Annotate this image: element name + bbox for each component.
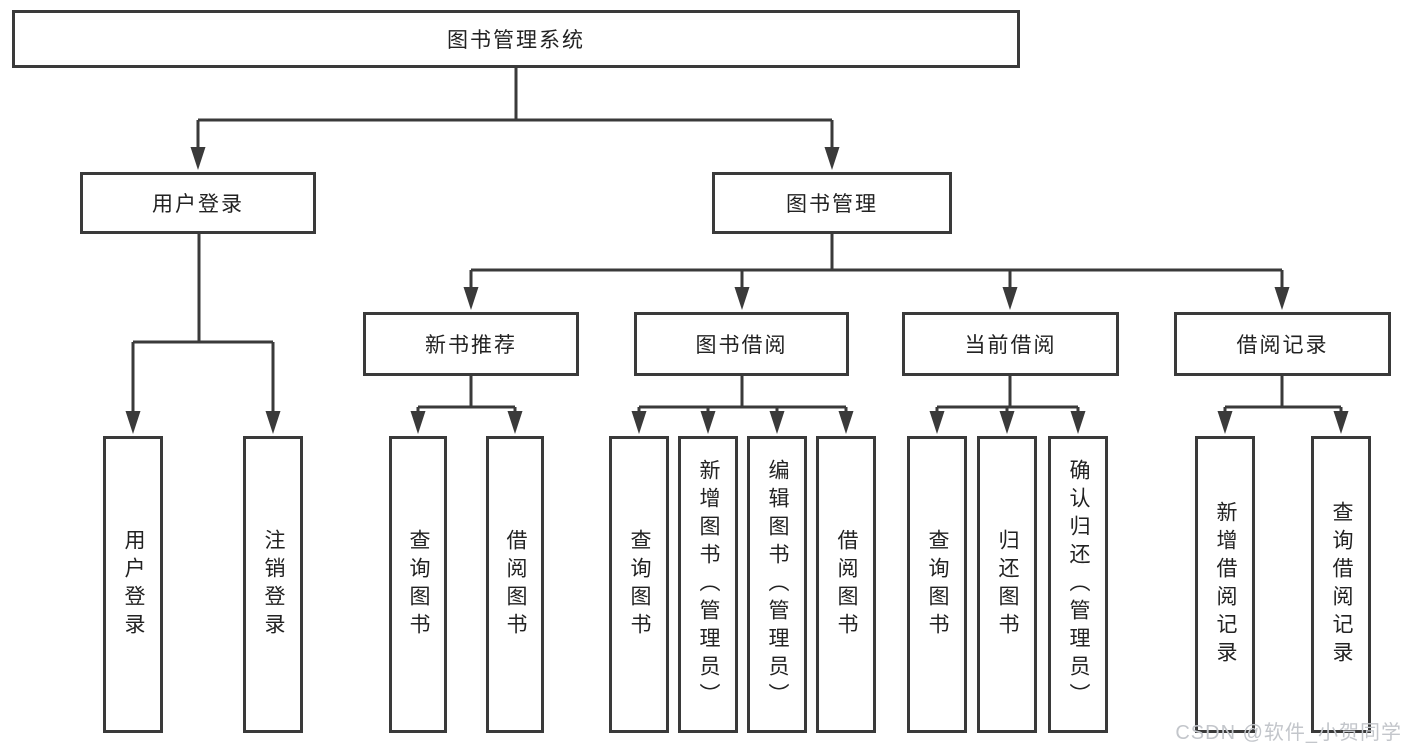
leaf-label: 注销登录 bbox=[262, 528, 286, 641]
leaf-label: 借阅图书 bbox=[835, 528, 859, 641]
leaf-return-books: 归还图书 bbox=[977, 436, 1037, 733]
node-book-management: 图书管理 bbox=[712, 172, 952, 234]
leaf-edit-books-admin: 编辑图书（管理员） bbox=[747, 436, 807, 733]
node-current-borrowing: 当前借阅 bbox=[902, 312, 1119, 376]
leaf-label: 归还图书 bbox=[996, 528, 1020, 641]
leaf-label: 查询图书 bbox=[628, 528, 652, 641]
node-label: 图书管理 bbox=[786, 193, 878, 216]
csdn-watermark: CSDN @软件_小贺同学 bbox=[1175, 722, 1402, 744]
leaf-query-books-recommend: 查询图书 bbox=[389, 436, 447, 733]
leaf-user-login: 用户登录 bbox=[103, 436, 163, 733]
arrowhead-icons bbox=[125, 147, 1349, 434]
node-label: 图书借阅 bbox=[695, 334, 788, 357]
leaf-label: 编辑图书（管理员） bbox=[766, 458, 790, 711]
leaf-query-books-current: 查询图书 bbox=[907, 436, 967, 733]
node-user-login: 用户登录 bbox=[80, 172, 316, 234]
leaf-logout: 注销登录 bbox=[243, 436, 303, 733]
node-library-management-system: 图书管理系统 bbox=[12, 10, 1020, 68]
leaf-borrow-books: 借阅图书 bbox=[816, 436, 876, 733]
leaf-label: 查询借阅记录 bbox=[1330, 500, 1354, 669]
node-label: 借阅记录 bbox=[1236, 334, 1329, 357]
leaf-query-books-borrow: 查询图书 bbox=[609, 436, 669, 733]
leaf-query-borrow-record: 查询借阅记录 bbox=[1311, 436, 1371, 733]
leaf-add-books-admin: 新增图书（管理员） bbox=[678, 436, 738, 733]
node-label: 当前借阅 bbox=[964, 334, 1057, 357]
leaf-label: 查询图书 bbox=[407, 528, 431, 641]
node-book-borrowing: 图书借阅 bbox=[634, 312, 849, 376]
node-label: 新书推荐 bbox=[425, 334, 517, 357]
node-borrowing-records: 借阅记录 bbox=[1174, 312, 1391, 376]
leaf-label: 查询图书 bbox=[926, 528, 950, 641]
leaf-label: 借阅图书 bbox=[504, 528, 528, 641]
leaf-borrow-books-recommend: 借阅图书 bbox=[486, 436, 544, 733]
leaf-label: 用户登录 bbox=[122, 528, 146, 641]
leaf-label: 确认归还（管理员） bbox=[1067, 458, 1091, 711]
node-label: 用户登录 bbox=[152, 193, 244, 216]
leaf-label: 新增图书（管理员） bbox=[697, 458, 721, 711]
node-label: 图书管理系统 bbox=[447, 29, 585, 52]
leaf-confirm-return-admin: 确认归还（管理员） bbox=[1048, 436, 1108, 733]
leaf-add-borrow-record: 新增借阅记录 bbox=[1195, 436, 1255, 733]
node-new-book-recommendation: 新书推荐 bbox=[363, 312, 579, 376]
leaf-label: 新增借阅记录 bbox=[1214, 500, 1238, 669]
